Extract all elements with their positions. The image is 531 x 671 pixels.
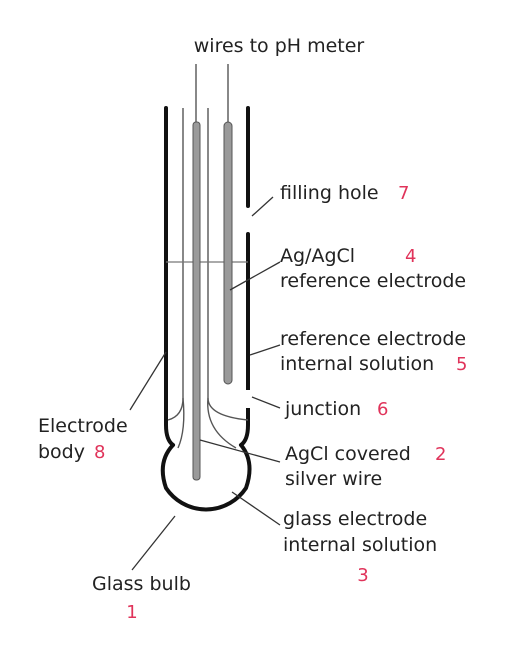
ref-solution-number: 5 bbox=[456, 354, 467, 375]
glass-solution-line2: internal solution bbox=[283, 534, 437, 556]
title-label: wires to pH meter bbox=[194, 35, 365, 57]
label-glass-bulb: Glass bulb 1 bbox=[92, 573, 191, 623]
electrode-body-line2: body bbox=[38, 441, 85, 463]
leader-filling-hole bbox=[251, 196, 274, 217]
inner-tube-neck-left bbox=[177, 397, 185, 449]
label-filling-hole: filling hole 7 bbox=[280, 182, 409, 204]
junction-gap bbox=[245, 390, 251, 408]
glass-bulb-text: Glass bulb bbox=[92, 573, 191, 595]
leader-agagcl bbox=[229, 261, 281, 291]
leader-glass-solution bbox=[231, 491, 281, 526]
inner-tube-neck-right bbox=[207, 397, 237, 449]
filling-hole-number: 7 bbox=[398, 183, 409, 204]
label-agcl-wire: AgCl covered 2 silver wire bbox=[285, 443, 446, 490]
agcl-wire-number: 2 bbox=[435, 444, 446, 465]
ref-solution-line2: internal solution bbox=[280, 353, 434, 375]
agcl-wire-line1: AgCl covered bbox=[285, 443, 411, 465]
agagcl-number: 4 bbox=[405, 246, 416, 267]
agcl-silver-wire bbox=[192, 121, 201, 481]
leader-glass-bulb bbox=[131, 515, 176, 571]
glass-solution-number: 3 bbox=[357, 565, 368, 586]
electrode-body-right-wall-lower bbox=[239, 232, 250, 447]
junction-text: junction bbox=[284, 398, 361, 420]
leader-lines bbox=[129, 196, 281, 571]
label-agagcl: Ag/AgCl 4 reference electrode bbox=[280, 245, 466, 292]
agag-cl-reference-wire bbox=[223, 121, 233, 385]
filling-hole-text: filling hole bbox=[280, 182, 379, 204]
electrode-body-number: 8 bbox=[94, 442, 105, 463]
agcl-wire-line2: silver wire bbox=[285, 468, 382, 490]
glass-solution-line1: glass electrode bbox=[283, 508, 427, 530]
ref-solution-line1: reference electrode bbox=[280, 328, 466, 350]
label-glass-solution: glass electrode internal solution 3 bbox=[283, 508, 437, 586]
junction-number: 6 bbox=[377, 399, 388, 420]
agagcl-line2: reference electrode bbox=[280, 270, 466, 292]
electrode-body-line1: Electrode bbox=[38, 415, 128, 437]
label-ref-solution: reference electrode internal solution 5 bbox=[280, 328, 467, 375]
leader-electrode-body bbox=[129, 351, 167, 411]
label-electrode-body: Electrode body 8 bbox=[38, 415, 128, 463]
leader-junction bbox=[251, 396, 281, 409]
inner-tube-left-wall bbox=[167, 108, 184, 421]
glass-bulb-outline bbox=[160, 443, 252, 512]
label-junction: junction 6 bbox=[284, 398, 388, 420]
electrode-body-left-wall bbox=[164, 106, 175, 447]
glass-bulb-number: 1 bbox=[126, 602, 137, 623]
agagcl-line1: Ag/AgCl bbox=[280, 245, 355, 267]
leader-ref-solution bbox=[249, 344, 281, 356]
leader-agcl-wire bbox=[199, 439, 281, 463]
